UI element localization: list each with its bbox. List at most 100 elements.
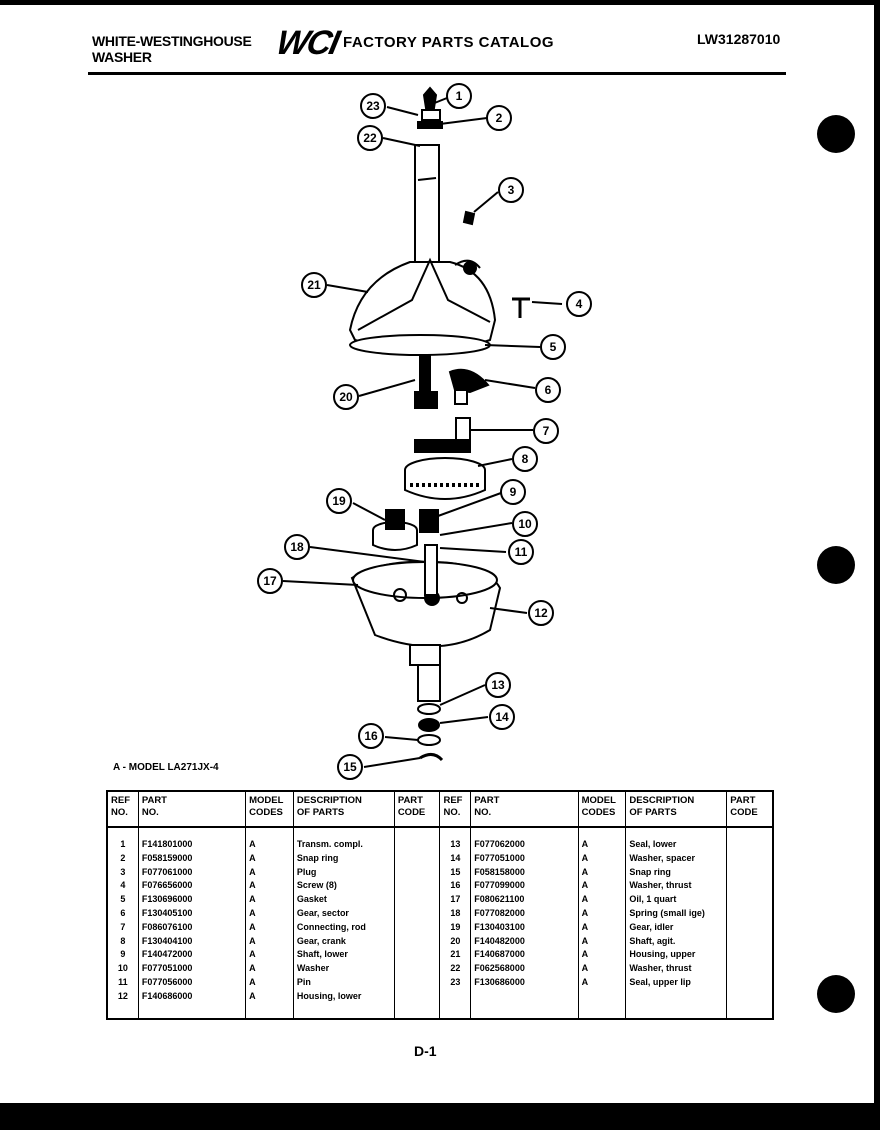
part-no-cell: F077056000 [137,975,247,990]
svg-text:8: 8 [522,452,529,466]
part-code-cell [393,975,441,990]
svg-text:16: 16 [364,729,378,743]
header-rule [88,72,786,75]
callout-18: 18 [284,534,310,560]
part-no-cell: F058158000 [470,865,579,880]
description-cell: Housing, upper [625,948,728,963]
page-number: D-1 [414,1043,437,1059]
part-no-cell: F062568000 [470,962,579,976]
callout-3: 3 [498,177,524,203]
ref-no-cell: 13 [439,827,472,852]
part-no-cell: F140482000 [470,934,579,949]
part-code-cell [393,920,441,935]
description-cell: Gasket [292,893,395,907]
svg-text:20: 20 [339,390,353,404]
part-code-cell [393,906,441,921]
part-no-cell: F077082000 [470,906,579,921]
description-cell: Snap ring [625,865,728,880]
model-code-cell: A [577,934,627,949]
callout-19: 19 [326,488,352,514]
part-no-cell: F130403100 [470,920,579,935]
description-cell: Seal, lower [625,827,728,852]
model-code-cell: A [245,989,294,1019]
callout-8: 8 [512,446,538,472]
description-cell: Washer, spacer [625,851,728,866]
binder-hole-middle [817,546,855,584]
callout-16: 16 [358,723,384,749]
brand-block: WHITE-WESTINGHOUSE WASHER [92,33,252,65]
svg-text:15: 15 [343,760,357,774]
svg-text:2: 2 [496,111,503,125]
part-code-cell [726,865,774,880]
part-code-cell [726,893,774,907]
part-no-cell: F077051000 [137,962,247,976]
part-code-cell [726,989,774,1019]
svg-text:1: 1 [456,89,463,103]
ref-no-cell: 1 [106,827,139,852]
model-code-cell: A [577,962,627,976]
description-cell: Gear, crank [292,934,395,949]
callout-9: 9 [500,479,526,505]
description-cell: Washer, thrust [625,879,728,894]
callout-15: 15 [337,754,363,780]
part-no-cell: F076656000 [137,879,247,894]
model-code-cell: A [245,893,294,907]
model-code-cell: A [577,851,627,866]
svg-text:19: 19 [332,494,346,508]
brand-name: WHITE-WESTINGHOUSE [92,33,252,49]
callout-7: 7 [533,418,559,444]
description-cell: Screw (8) [292,879,395,894]
ref-no-cell: 17 [439,893,472,907]
description-cell: Seal, upper lip [625,975,728,990]
ref-no-cell: 6 [106,906,139,921]
part-code-cell [393,851,441,866]
callout-5: 5 [540,334,566,360]
ref-no-cell: 7 [106,920,139,935]
ref-no-cell: 3 [106,865,139,880]
description-cell: Spring (small ige) [625,906,728,921]
svg-text:12: 12 [534,606,548,620]
model-code-cell: A [245,879,294,894]
callout-23: 23 [360,93,386,119]
description-cell: Washer [292,962,395,976]
part-code-cell [393,989,441,1019]
description-cell: Snap ring [292,851,395,866]
part-no-cell: F130686000 [470,975,579,990]
part-no-cell: F086076100 [137,920,247,935]
description-cell: Housing, lower [292,989,395,1019]
page-border-right [874,0,880,1130]
ref-no-cell: 14 [439,851,472,866]
part-no-cell: F077061000 [137,865,247,880]
description-cell: Plug [292,865,395,880]
model-code-cell [577,989,627,1019]
part-code-cell [393,893,441,907]
binder-hole-bottom [817,975,855,1013]
model-code-cell: A [577,879,627,894]
part-code-cell [726,934,774,949]
part-no-cell: F077062000 [470,827,579,852]
part-no-cell: F130696000 [137,893,247,907]
svg-text:7: 7 [543,424,550,438]
part-no-cell: F077051000 [470,851,579,866]
part-code-cell [726,906,774,921]
callout-11: 11 [508,539,534,565]
part-code-cell [726,975,774,990]
callout-20: 20 [333,384,359,410]
part-code-cell [393,962,441,976]
part-code-cell [726,851,774,866]
ref-no-cell: 18 [439,906,472,921]
model-code-cell: A [577,906,627,921]
model-code-cell: A [245,906,294,921]
